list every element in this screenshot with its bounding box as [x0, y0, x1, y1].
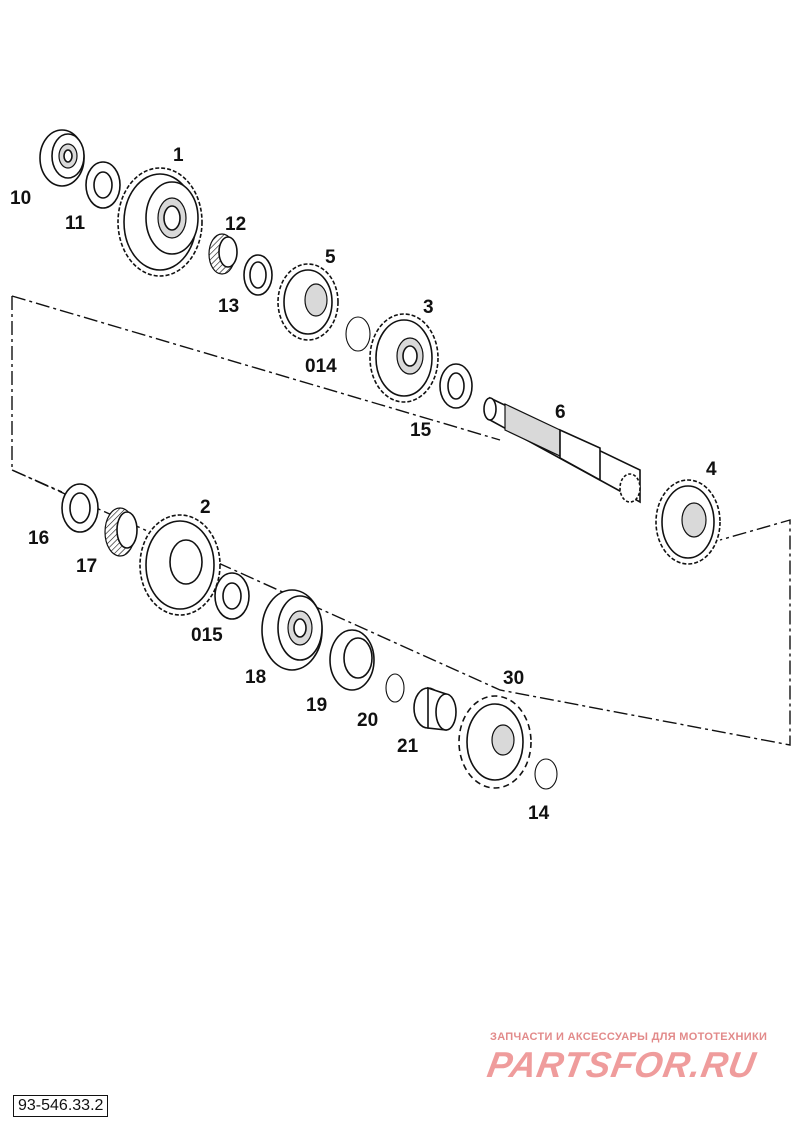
label-10: 10: [10, 188, 31, 209]
label-3: 3: [423, 297, 434, 318]
assembly-outline-left: [11, 469, 63, 493]
watermark-tagline: ЗАПЧАСТИ И АКСЕССУАРЫ ДЛЯ МОТОТЕХНИКИ: [490, 1031, 768, 1043]
label-21: 21: [397, 736, 419, 757]
label-17: 17: [76, 556, 97, 577]
part-5-gear: [277, 263, 339, 341]
part-15-washer: [439, 363, 473, 409]
label-19: 19: [306, 695, 327, 716]
watermark-logo: PARTSFOR.RU: [484, 1044, 760, 1085]
part-19-seal: [329, 629, 375, 691]
part-17-needle-bearing: [104, 507, 138, 557]
part-3-gear: [369, 313, 439, 403]
part-18-bearing: [261, 589, 323, 671]
label-13: 13: [218, 296, 239, 317]
label-12: 12: [225, 214, 246, 235]
part-21-bushing: [413, 686, 457, 731]
assembly-outline-top: [11, 295, 501, 441]
label-15: 15: [410, 420, 432, 441]
part-12-needle-bearing: [208, 233, 238, 275]
label-14: 14: [528, 803, 550, 824]
label-30: 30: [503, 668, 524, 689]
part-20-o-ring: [385, 673, 405, 703]
part-14-circlip: [534, 758, 558, 790]
part-2-gear: [139, 514, 221, 616]
part-30-sprocket: [458, 695, 532, 789]
label-014: 014: [305, 356, 337, 377]
drawing-number: 93-546.33.2: [13, 1095, 109, 1117]
label-4: 4: [706, 459, 717, 480]
label-11: 11: [65, 213, 86, 234]
label-18: 18: [245, 667, 266, 688]
part-6-shaft: [483, 396, 641, 504]
label-1: 1: [173, 145, 184, 166]
part-13-washer: [243, 254, 273, 296]
label-6: 6: [555, 402, 566, 423]
part-11-washer: [85, 161, 121, 209]
part-015-washer: [214, 572, 250, 620]
part-4-gear: [655, 479, 721, 565]
label-015: 015: [191, 625, 223, 646]
assembly-outline: [11, 296, 791, 746]
label-2: 2: [200, 497, 211, 518]
label-20: 20: [357, 710, 378, 731]
part-10-bearing: [39, 129, 85, 187]
part-1-gear: [117, 167, 203, 277]
label-5: 5: [325, 247, 336, 268]
part-014-circlip: [345, 316, 371, 352]
part-16-washer: [61, 483, 99, 533]
label-16: 16: [28, 528, 49, 549]
